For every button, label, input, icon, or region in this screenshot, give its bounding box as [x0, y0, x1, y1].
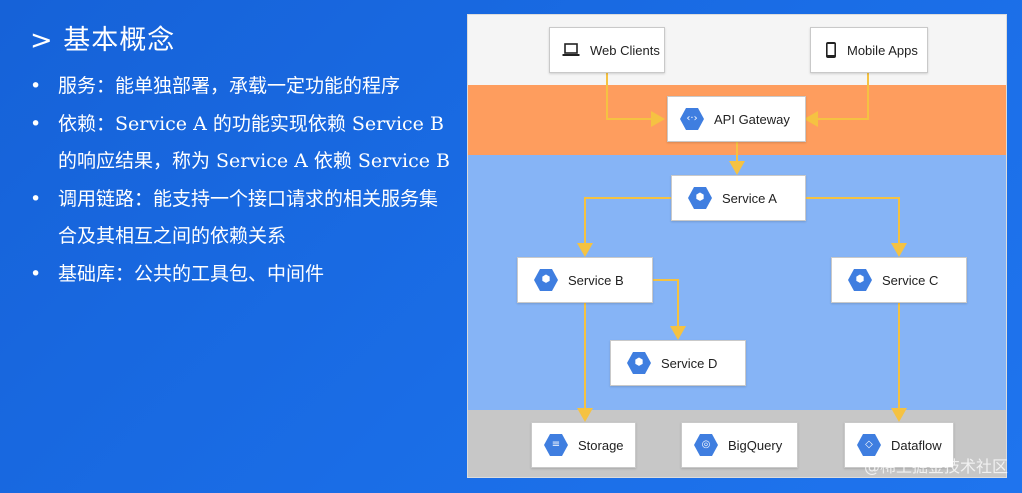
watermark: @稀土掘金技术社区: [863, 457, 1008, 476]
bigquery-icon: ◎: [694, 433, 718, 457]
service-a-node: ⬢ Service A: [671, 175, 806, 221]
api-icon: ‹·›: [680, 107, 704, 131]
storage-node: ≡ Storage: [531, 422, 636, 468]
mobile-apps-node: Mobile Apps: [810, 27, 928, 73]
mobile-apps-label: Mobile Apps: [847, 42, 918, 58]
bigquery-node: ◎ BigQuery: [681, 422, 798, 468]
bullet-service: 服务：能单独部署，承载一定功能的程序: [30, 68, 450, 106]
dataflow-label: Dataflow: [891, 437, 942, 453]
service-b-node: ⬢ Service B: [517, 257, 653, 303]
dataflow-node: ◇ Dataflow: [844, 422, 954, 468]
edge-web-to-gateway: [606, 73, 665, 127]
storage-icon: ≡: [544, 433, 568, 457]
connector-lines: [577, 73, 907, 422]
web-clients-label: Web Clients: [590, 42, 660, 58]
edge-b-to-d: [653, 279, 686, 340]
concept-list: 服务：能单独部署，承载一定功能的程序 依赖：Service A 的功能实现依赖 …: [30, 68, 450, 293]
dataflow-icon: ◇: [857, 433, 881, 457]
storage-label: Storage: [578, 437, 624, 453]
laptop-icon: [562, 43, 580, 57]
bullet-call-chain: 调用链路：能支持一个接口请求的相关服务集合及其相互之间的依赖关系: [30, 181, 450, 256]
slide-heading: > 基本概念: [30, 25, 176, 56]
service-d-label: Service D: [661, 355, 718, 371]
service-icon: ⬢: [627, 351, 651, 375]
bullet-base-library: 基础库：公共的工具包、中间件: [30, 256, 450, 294]
bigquery-label: BigQuery: [728, 437, 783, 453]
service-icon: ⬢: [848, 268, 872, 292]
edge-mobile-to-gateway: [804, 73, 869, 127]
edge-a-to-b: [577, 197, 671, 257]
service-icon: ⬢: [688, 186, 712, 210]
api-gateway-label: API Gateway: [714, 111, 790, 127]
phone-icon: [825, 41, 837, 59]
service-c-label: Service C: [882, 272, 939, 288]
api-gateway-node: ‹·› API Gateway: [667, 96, 806, 142]
edge-a-to-c: [806, 197, 907, 257]
architecture-diagram: Web Clients Mobile Apps ‹·› API Gateway …: [467, 14, 1007, 478]
service-icon: ⬢: [534, 268, 558, 292]
web-clients-node: Web Clients: [549, 27, 665, 73]
service-b-label: Service B: [568, 272, 624, 288]
service-c-node: ⬢ Service C: [831, 257, 967, 303]
service-d-node: ⬢ Service D: [610, 340, 746, 386]
service-a-label: Service A: [722, 190, 777, 206]
bullet-dependency: 依赖：Service A 的功能实现依赖 Service B 的响应结果，称为 …: [30, 106, 450, 181]
